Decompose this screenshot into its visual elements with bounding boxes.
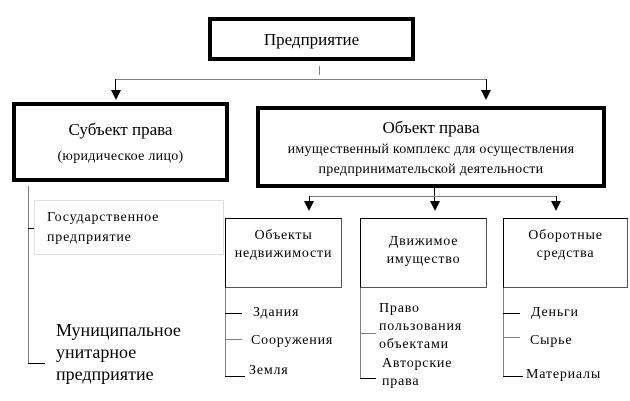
movable-category-line1: Движимое bbox=[388, 234, 459, 249]
subject-node-box: Субъект права (юридическое лицо) bbox=[12, 102, 229, 182]
subject-node-title: Субъект права bbox=[68, 120, 173, 139]
realestate-category-box: Объекты недвижимости bbox=[225, 218, 342, 288]
realestate-tree-trunk bbox=[225, 288, 226, 377]
movable-item-line: Авторские bbox=[382, 356, 453, 371]
movable-branch-2 bbox=[360, 378, 376, 379]
current-assets-branch-3 bbox=[503, 376, 523, 377]
current-assets-branch-1 bbox=[503, 313, 520, 314]
connector-root-horizontal bbox=[115, 79, 487, 80]
current-assets-branch-2 bbox=[503, 337, 520, 338]
realestate-branch-3 bbox=[225, 376, 245, 377]
connector-to-object bbox=[486, 79, 487, 91]
realestate-category-line2: недвижимости bbox=[234, 246, 333, 261]
root-node-box: Предприятие bbox=[208, 17, 415, 61]
movable-category-line2: имущество bbox=[386, 252, 461, 267]
object-node-desc-line1: имущественный комплекс для осуществления bbox=[287, 142, 575, 157]
movable-branch-1 bbox=[360, 333, 376, 334]
current-assets-category-box: Оборотные средства bbox=[503, 218, 628, 288]
municipal-enterprise-line3: предприятие bbox=[56, 364, 154, 384]
movable-item-line: права bbox=[382, 374, 420, 389]
realestate-branch-2 bbox=[225, 339, 242, 340]
object-node-title: Объект права bbox=[382, 118, 480, 137]
object-node-desc-line2: предпринимательской деятельности bbox=[318, 162, 544, 177]
municipal-enterprise-line1: Муниципальное bbox=[56, 320, 181, 340]
municipal-enterprise-line2: унитарное bbox=[56, 342, 137, 362]
object-node-box: Объект права имущественный комплекс для … bbox=[256, 106, 606, 188]
connector-to-subject bbox=[115, 79, 116, 91]
arrow-to-subject-icon bbox=[111, 90, 121, 100]
state-enterprise-box: Государственное предприятие bbox=[34, 200, 224, 255]
current-assets-item: Сырье bbox=[530, 333, 573, 348]
movable-item-line: пользования bbox=[379, 319, 462, 334]
arrow-to-movable-icon bbox=[430, 201, 440, 211]
movable-item-line: объектами bbox=[379, 337, 449, 352]
current-assets-tree-trunk bbox=[503, 288, 504, 377]
current-assets-item: Материалы bbox=[526, 367, 602, 382]
current-assets-category-line1: Оборотные bbox=[528, 228, 603, 243]
current-assets-category-line2: средства bbox=[536, 246, 595, 261]
realestate-item: Земля bbox=[249, 363, 289, 378]
connector-to-realestate bbox=[309, 196, 310, 202]
movable-item-line: Право bbox=[379, 301, 420, 316]
root-node-label: Предприятие bbox=[263, 30, 360, 49]
current-assets-item: Деньги bbox=[531, 305, 579, 320]
subject-tree-trunk bbox=[28, 186, 29, 364]
connector-object-horizontal bbox=[309, 196, 556, 197]
connector-to-current-assets bbox=[556, 196, 557, 202]
state-enterprise-line1: Государственное bbox=[47, 210, 160, 225]
subject-node-subtitle: (юридическое лицо) bbox=[57, 149, 184, 164]
arrow-to-realestate-icon bbox=[304, 201, 314, 211]
realestate-branch-1 bbox=[225, 313, 242, 314]
connector-object-stub bbox=[434, 188, 435, 202]
realestate-item: Сооружения bbox=[251, 333, 334, 348]
arrow-to-object-icon bbox=[481, 90, 491, 100]
connector-root-stub bbox=[319, 66, 320, 75]
arrow-to-current-assets-icon bbox=[551, 201, 561, 211]
state-enterprise-line2: предприятие bbox=[47, 230, 132, 245]
realestate-item: Здания bbox=[253, 305, 300, 320]
subject-branch-municipal bbox=[28, 363, 45, 364]
movable-category-box: Движимое имущество bbox=[360, 218, 487, 288]
realestate-category-line1: Объекты bbox=[254, 228, 313, 243]
